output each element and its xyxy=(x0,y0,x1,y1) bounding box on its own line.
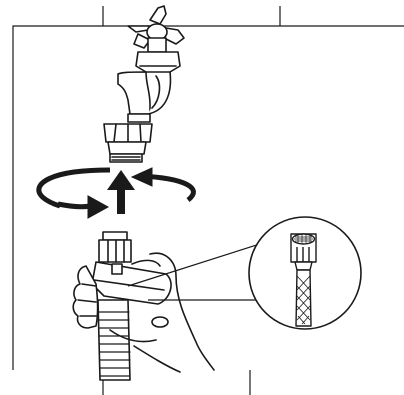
up-arrow-icon xyxy=(107,170,135,214)
tap-icon xyxy=(103,5,185,163)
hose-icon xyxy=(91,231,172,381)
hand-icon xyxy=(72,252,215,373)
rotate-arrow-icon xyxy=(36,167,196,219)
frame xyxy=(12,6,404,395)
callout-lines xyxy=(127,241,272,301)
filter-mesh-icon xyxy=(290,233,317,327)
